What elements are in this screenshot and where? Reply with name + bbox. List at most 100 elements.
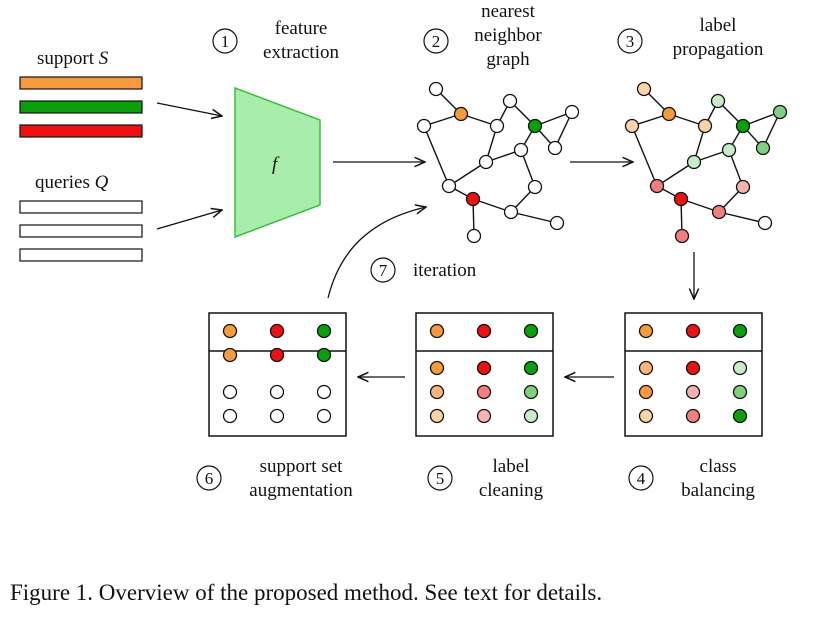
graph-edge <box>510 211 558 224</box>
graph-edge <box>448 161 487 187</box>
matrix-dot <box>222 323 238 339</box>
step-number-circle <box>617 28 643 54</box>
matrix-dot <box>638 384 654 400</box>
network-symbol: f <box>272 154 280 175</box>
matrix-dot <box>523 323 539 339</box>
graph-node <box>416 118 432 134</box>
svg-text:graph: graph <box>486 49 530 70</box>
matrix-dot <box>732 323 748 339</box>
svg-text:class: class <box>700 456 737 477</box>
svg-text:balancing: balancing <box>681 480 755 501</box>
graph-node <box>549 215 565 231</box>
graph-node <box>755 140 771 156</box>
graph-node <box>478 154 494 170</box>
graph-node <box>697 118 713 134</box>
query-bar <box>19 248 143 262</box>
matrix-dot <box>269 384 285 400</box>
graph-node <box>513 142 529 158</box>
graph-node <box>465 191 481 207</box>
svg-text:nearest: nearest <box>481 1 536 22</box>
matrix-dot <box>476 323 492 339</box>
matrix-dot <box>685 384 701 400</box>
graph-node <box>661 106 677 122</box>
graph-node <box>710 93 726 109</box>
matrix-dot <box>638 323 654 339</box>
feature-network-trapezoid <box>234 86 321 239</box>
svg-text:feature: feature <box>275 18 328 39</box>
matrix-dot <box>523 360 539 376</box>
svg-text:support set: support set <box>260 456 344 477</box>
step-number-circle <box>370 257 396 283</box>
graph-node <box>686 154 702 170</box>
matrix-dot <box>429 360 445 376</box>
matrix-dot <box>638 408 654 424</box>
matrix-dot <box>429 384 445 400</box>
matrix-dot <box>429 323 445 339</box>
matrix-dot <box>269 323 285 339</box>
matrix-dot <box>523 408 539 424</box>
svg-text:neighbor: neighbor <box>474 25 542 46</box>
svg-text:iteration: iteration <box>413 260 477 281</box>
matrix-dot <box>685 323 701 339</box>
graph-node <box>674 228 690 244</box>
step-label-2: 2 nearest neighbor graph <box>423 1 542 70</box>
graph-edge <box>423 125 450 187</box>
query-bar <box>19 200 143 214</box>
graph-edge <box>656 161 695 187</box>
support-label: support S <box>37 48 109 69</box>
matrix-dot <box>638 360 654 376</box>
step-label-6: 6 support set augmentation <box>196 456 353 501</box>
matrix-dot <box>732 408 748 424</box>
step-label-5: 5 label cleaning <box>427 456 544 501</box>
matrix-dot <box>429 408 445 424</box>
graph-node <box>441 178 457 194</box>
svg-text:extraction: extraction <box>263 42 339 63</box>
graph-node <box>711 204 727 220</box>
svg-text:augmentation: augmentation <box>249 480 353 501</box>
step-number-circle <box>196 465 222 491</box>
arrow-iteration-loop <box>327 207 426 299</box>
matrix-dot <box>476 408 492 424</box>
support-set-augmentation-box <box>208 312 347 437</box>
matrix-dot <box>523 384 539 400</box>
svg-text:6: 6 <box>205 469 214 488</box>
svg-text:label: label <box>700 15 737 36</box>
svg-text:4: 4 <box>637 469 646 488</box>
graph-node <box>466 228 482 244</box>
matrix-dot <box>269 347 285 363</box>
matrix-dot <box>476 384 492 400</box>
graph-node <box>636 81 652 97</box>
query-bar <box>19 224 143 238</box>
svg-text:7: 7 <box>379 261 388 280</box>
matrix-dot <box>685 408 701 424</box>
support-bar-green <box>19 100 143 114</box>
support-bar-orange <box>19 76 143 90</box>
graph-node <box>721 142 737 158</box>
matrix-dot <box>222 384 238 400</box>
matrix-dot <box>269 408 285 424</box>
matrix-dot <box>732 360 748 376</box>
graph-node <box>502 93 518 109</box>
step-number-circle <box>423 28 449 54</box>
svg-text:1: 1 <box>221 32 230 51</box>
queries-label: queries Q <box>35 172 109 193</box>
step-number-circle <box>427 465 453 491</box>
matrix-dot <box>316 323 332 339</box>
graph-node <box>649 178 665 194</box>
svg-text:2: 2 <box>432 32 441 51</box>
class-balancing-box <box>624 312 763 437</box>
step-number-circle <box>212 28 238 54</box>
graph-node <box>757 215 773 231</box>
graph-node <box>735 118 751 134</box>
step-label-7: 7 iteration <box>370 257 477 283</box>
matrix-dot <box>222 347 238 363</box>
svg-text:5: 5 <box>436 469 445 488</box>
step-label-3: 3 label propagation <box>617 15 764 60</box>
svg-text:label: label <box>493 456 530 477</box>
graph-node <box>527 179 543 195</box>
matrix-dot <box>476 360 492 376</box>
graph-node <box>735 179 751 195</box>
graph-node <box>489 118 505 134</box>
graph-node <box>564 104 580 120</box>
